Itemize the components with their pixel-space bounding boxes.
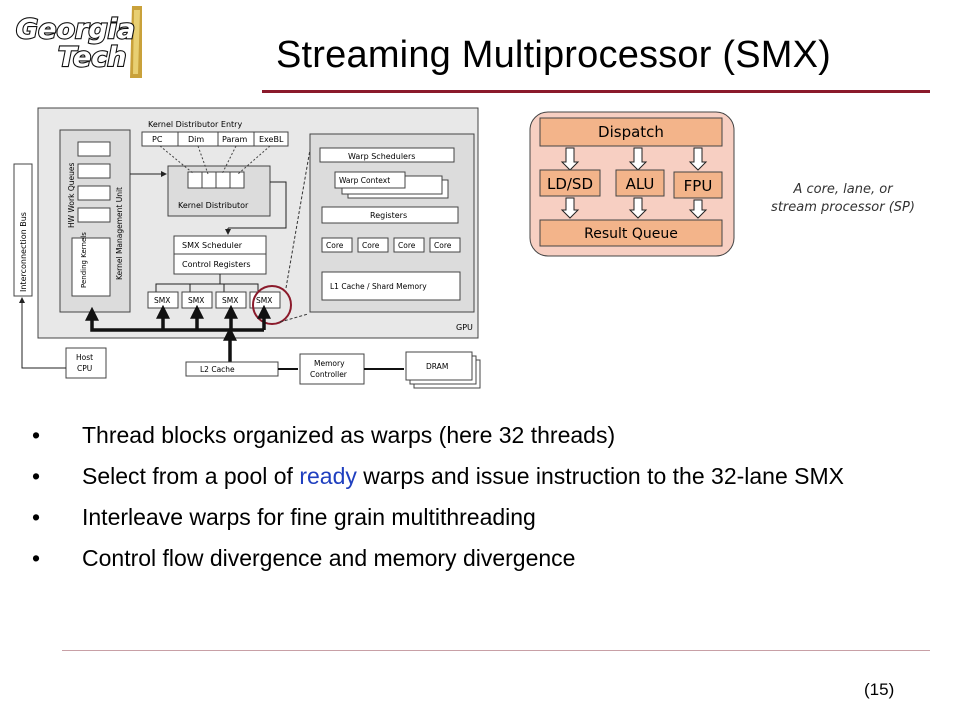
entry-field-dim: Dim — [188, 135, 204, 144]
kernel-distributor-label: Kernel Distributor — [178, 201, 249, 210]
title-rule — [262, 90, 930, 93]
registers-label: Registers — [370, 211, 407, 220]
kernel-distributor-entry-label: Kernel Distributor Entry — [148, 120, 242, 129]
georgia-tech-logo: Georgia Tech — [12, 4, 144, 80]
core-2-label: Core — [362, 241, 380, 250]
bullet-dot: • — [32, 545, 41, 571]
ready-highlight: ready — [299, 463, 357, 489]
bullet-text: Interleave warps for fine grain multithr… — [82, 504, 536, 530]
bullet-dot: • — [32, 422, 41, 448]
alu-unit-label: ALU — [626, 175, 655, 193]
smx-unit-2: SMX — [188, 296, 204, 305]
result-queue-label: Result Queue — [584, 226, 678, 242]
logo-line2: Tech — [58, 42, 126, 73]
page-number: (15) — [864, 680, 895, 699]
kernel-management-unit-label: Kernel Management Unit — [115, 187, 124, 280]
footer-rule — [62, 650, 930, 651]
bullet-text: Thread blocks organized as warps (here 3… — [82, 422, 616, 448]
smx-scheduler-label: SMX Scheduler — [182, 241, 243, 250]
bullet-list: • Thread blocks organized as warps (here … — [30, 420, 910, 584]
core-1-label: Core — [326, 241, 344, 250]
dram-label: DRAM — [426, 362, 448, 371]
core-caption-line1: A core, lane, or — [793, 182, 893, 197]
fpu-unit-label: FPU — [684, 177, 713, 195]
smx-unit-3: SMX — [222, 296, 238, 305]
bullet-item: • Select from a pool of ready warps and i… — [30, 461, 910, 491]
hw-work-queues-label: HW Work Queues — [67, 163, 76, 228]
control-registers-label: Control Registers — [182, 260, 251, 269]
entry-field-pc: PC — [152, 135, 163, 144]
bullet-text: Select from a pool of — [82, 463, 300, 489]
l2-cache-label: L2 Cache — [200, 365, 235, 374]
core-caption: A core, lane, or stream processor (SP) — [748, 181, 938, 217]
smx-unit-4: SMX — [256, 296, 272, 305]
interconnection-bus-label: Interconnection Bus — [19, 212, 28, 292]
l1-cache-label: L1 Cache / Shard Memory — [330, 282, 427, 291]
controller-label: Controller — [310, 370, 348, 379]
warp-schedulers-label: Warp Schedulers — [348, 152, 415, 161]
core-caption-line2: stream processor (SP) — [771, 200, 915, 215]
ldsd-unit-label: LD/SD — [547, 175, 593, 193]
pending-kernels-label: Pending Kernels — [80, 232, 88, 288]
slide-title: Streaming Multiprocessor (SMX) — [276, 34, 832, 76]
dispatch-label: Dispatch — [598, 123, 664, 141]
bullet-text: Control flow divergence and memory diver… — [82, 545, 576, 571]
host-cpu-label: CPU — [77, 364, 92, 373]
gpu-label: GPU — [456, 323, 473, 332]
entry-field-exebl: ExeBL — [259, 135, 284, 144]
core-3-label: Core — [398, 241, 416, 250]
bullet-dot: • — [32, 463, 41, 489]
bullet-text-cont: warps and issue instruction to the 32-la… — [356, 463, 844, 489]
bullet-item: • Control flow divergence and memory dive… — [30, 543, 910, 573]
warp-context-label: Warp Context — [339, 176, 390, 185]
bullet-item: • Interleave warps for fine grain multith… — [30, 502, 910, 532]
gpu-block-diagram: GPU Interconnection Bus HW Work Queues K… — [13, 107, 481, 389]
bullet-item: • Thread blocks organized as warps (here … — [30, 420, 910, 450]
logo-line1: Georgia — [16, 14, 135, 45]
core-diagram: Dispatch LD/SD ALU FPU Result Queue — [529, 111, 735, 257]
smx-unit-1: SMX — [154, 296, 170, 305]
entry-field-param: Param — [222, 135, 248, 144]
bullet-dot: • — [32, 504, 41, 530]
core-4-label: Core — [434, 241, 452, 250]
host-label: Host — [76, 353, 93, 362]
memory-label: Memory — [314, 359, 345, 368]
